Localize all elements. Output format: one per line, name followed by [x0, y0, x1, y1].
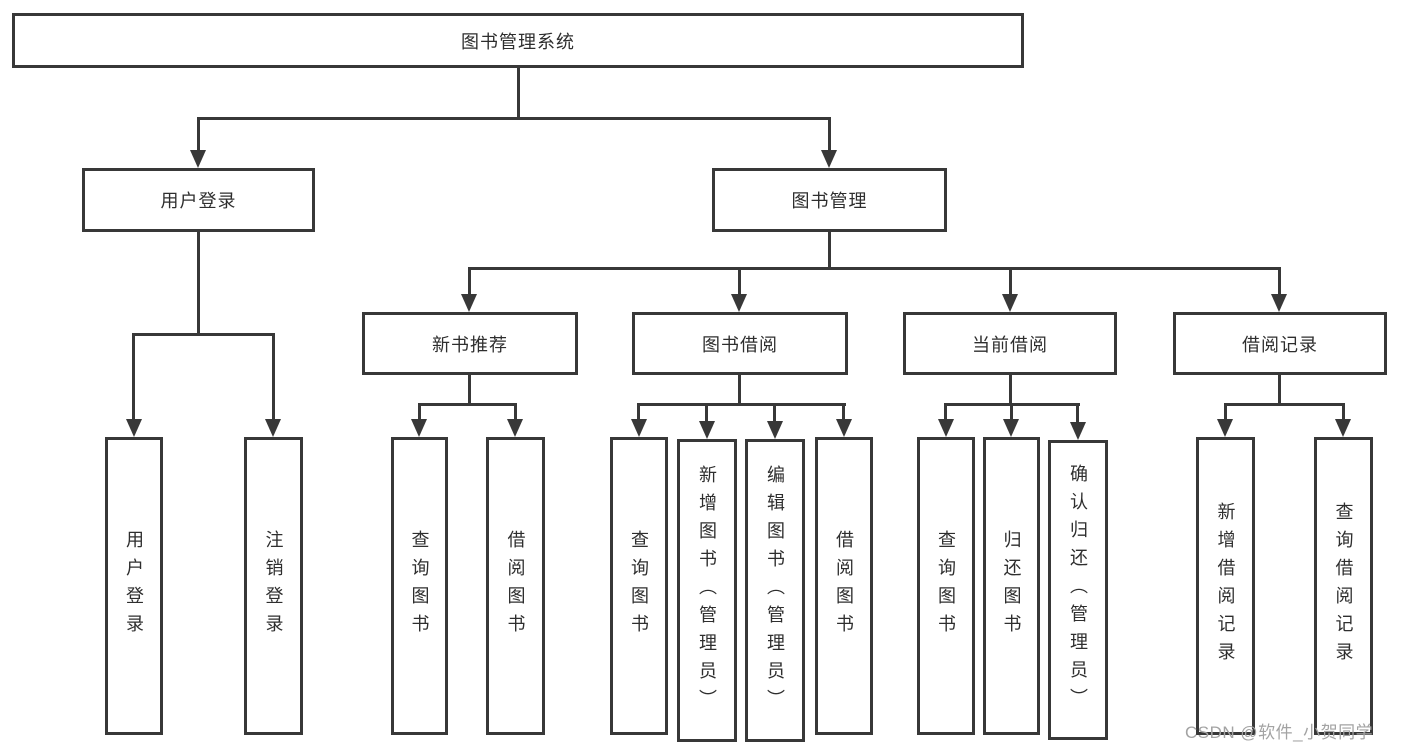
connector-line	[1009, 267, 1012, 299]
connector-line	[197, 117, 200, 153]
connector-line	[514, 403, 517, 423]
leaf-borrow-books: 借阅图书	[815, 437, 873, 735]
connector-line	[1076, 403, 1079, 426]
connector-line	[842, 403, 845, 423]
arrow-down-icon	[731, 294, 747, 312]
leaf-borrow-books-rec: 借阅图书	[486, 437, 545, 735]
connector-line	[468, 267, 1281, 270]
leaf-query-books-rec: 查询图书	[391, 437, 448, 735]
arrow-down-icon	[836, 419, 852, 437]
arrow-down-icon	[461, 294, 477, 312]
node-user-login: 用户登录	[82, 168, 315, 232]
connector-line	[1010, 403, 1013, 423]
node-book-borrow: 图书借阅	[632, 312, 848, 375]
arrow-down-icon	[1070, 422, 1086, 440]
leaf-query-books-borrow: 查询图书	[610, 437, 668, 735]
connector-line	[1009, 373, 1012, 405]
node-root: 图书管理系统	[12, 13, 1024, 68]
csdn-watermark: CSDN @软件_小贺同学	[1185, 723, 1374, 742]
connector-line	[468, 267, 471, 299]
leaf-add-borrow-record: 新增借阅记录	[1196, 437, 1255, 735]
connector-line	[738, 267, 741, 299]
leaf-query-books-current: 查询图书	[917, 437, 975, 735]
arrow-down-icon	[126, 419, 142, 437]
leaf-query-borrow-record: 查询借阅记录	[1314, 437, 1373, 735]
connector-line	[197, 231, 200, 335]
connector-line	[1342, 403, 1345, 423]
connector-line	[1224, 403, 1345, 406]
connector-line	[705, 403, 708, 425]
arrow-down-icon	[767, 421, 783, 439]
arrow-down-icon	[699, 421, 715, 439]
connector-line	[828, 117, 831, 153]
leaf-edit-book-admin: 编辑图书（管理员）	[745, 439, 805, 742]
arrow-down-icon	[1002, 294, 1018, 312]
arrow-down-icon	[821, 150, 837, 168]
arrow-down-icon	[1271, 294, 1287, 312]
arrow-down-icon	[938, 419, 954, 437]
leaf-logout: 注销登录	[244, 437, 303, 735]
node-new-book-recommend: 新书推荐	[362, 312, 578, 375]
node-book-management: 图书管理	[712, 168, 947, 232]
connector-line	[637, 403, 846, 406]
arrow-down-icon	[1217, 419, 1233, 437]
connector-line	[517, 66, 520, 119]
connector-line	[637, 403, 640, 423]
connector-line	[132, 333, 275, 336]
connector-line	[944, 403, 947, 423]
connector-line	[1278, 373, 1281, 405]
node-borrow-records: 借阅记录	[1173, 312, 1387, 375]
leaf-return-book: 归还图书	[983, 437, 1040, 735]
connector-line	[418, 403, 421, 423]
arrow-down-icon	[507, 419, 523, 437]
connector-line	[132, 333, 135, 423]
arrow-down-icon	[265, 419, 281, 437]
arrow-down-icon	[631, 419, 647, 437]
connector-line	[468, 373, 471, 405]
arrow-down-icon	[1003, 419, 1019, 437]
leaf-confirm-return-admin: 确认归还（管理员）	[1048, 440, 1108, 740]
connector-line	[1278, 267, 1281, 299]
connector-line	[773, 403, 776, 425]
connector-line	[1224, 403, 1227, 423]
leaf-add-book-admin: 新增图书（管理员）	[677, 439, 737, 742]
connector-line	[828, 231, 831, 269]
connector-line	[272, 333, 275, 423]
arrow-down-icon	[411, 419, 427, 437]
connector-line	[418, 403, 517, 406]
arrow-down-icon	[1335, 419, 1351, 437]
connector-line	[738, 373, 741, 405]
leaf-user-login: 用户登录	[105, 437, 163, 735]
arrow-down-icon	[190, 150, 206, 168]
node-current-borrow: 当前借阅	[903, 312, 1117, 375]
connector-line	[197, 117, 831, 120]
